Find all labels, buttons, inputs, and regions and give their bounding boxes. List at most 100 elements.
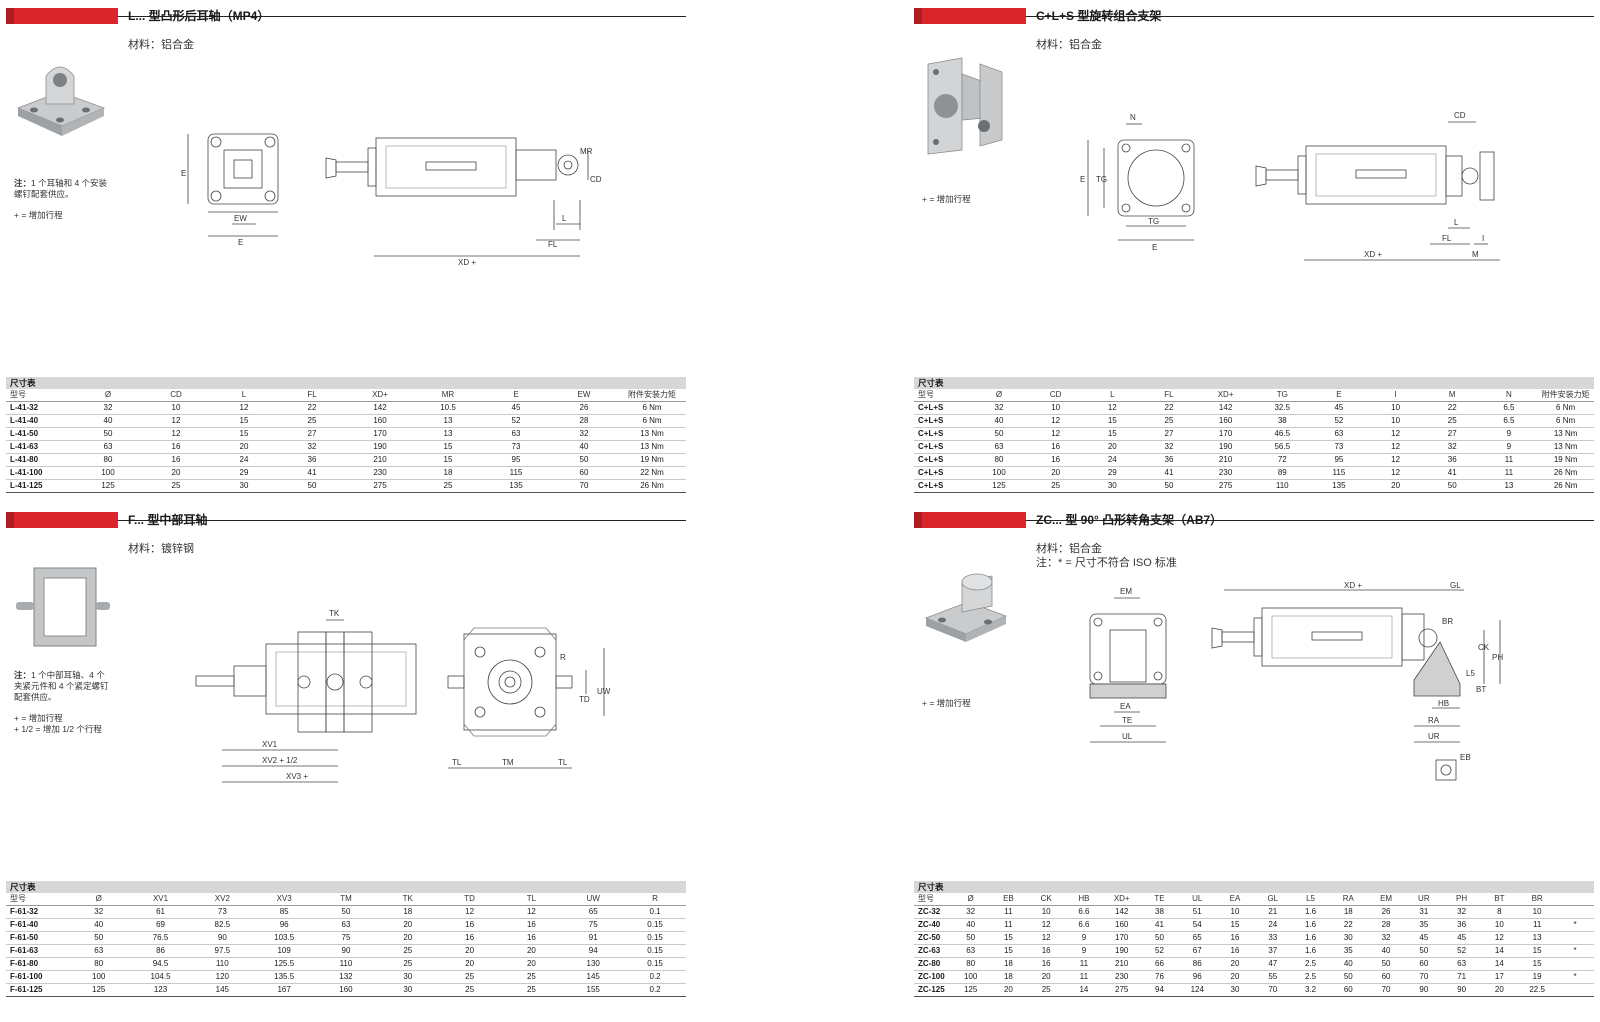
header-rule [6, 16, 686, 17]
table-cell: 50 [1404, 944, 1443, 958]
table-cell: 73 [1310, 440, 1368, 454]
table-cell: 110 [191, 957, 254, 971]
col-header: GL [1253, 893, 1292, 906]
table-cell: 15 [1083, 427, 1141, 441]
table-cell: 190 [1197, 440, 1254, 454]
table-cell: 10 [1027, 401, 1084, 415]
col-header: EW [550, 389, 618, 402]
technical-drawing: EM XD + GL BR CK PH L5 BT HB EA TE UL RA… [1089, 581, 1503, 781]
col-header: R [624, 893, 686, 906]
table-cell: 63 [1442, 957, 1481, 971]
table-cell: 16 [1027, 453, 1084, 467]
table-cell: 45 [482, 401, 550, 415]
table-cell: 130 [562, 957, 625, 971]
dim-label-xv3: XV3 + [286, 772, 308, 781]
table-cell: 26 Nm [1537, 466, 1594, 480]
table-cell: 22 [1423, 401, 1481, 415]
table-cell: 15 [989, 944, 1028, 958]
table-cell: 20 [438, 957, 501, 971]
table-cell: 54 [1178, 918, 1217, 932]
table-cell: 63 [970, 440, 1028, 454]
red-header-tab [914, 8, 1026, 24]
table-cell: 73 [482, 440, 550, 454]
panel-l-rear-trunnion: L... 型凸形后耳轴（MP4） 材料：铝合金 注：1 个耳轴和 4 个安装螺钉… [6, 8, 686, 513]
table-cell: 20 [376, 931, 439, 945]
table-cell: 26 [550, 401, 618, 415]
table-cell: ZC-50 [914, 931, 952, 945]
table-cell: 27 [1423, 427, 1481, 441]
note-block: 注：1 个耳轴和 4 个安装螺钉配套供应。 [14, 178, 108, 199]
table-cell: 210 [1197, 453, 1254, 467]
table-cell: 10 [1518, 905, 1557, 919]
table-cell: 15 [1518, 944, 1557, 958]
table-cell: 16 [500, 931, 563, 945]
table-cell: 100 [74, 466, 142, 480]
col-header: 型号 [914, 389, 971, 402]
section-title: C+L+S 型旋转组合支架 [1036, 9, 1162, 23]
panel-zc-angle-bracket: ZC... 型 90° 凸形转角支架（AB7） 材料：铝合金 注：* = 尺寸不… [914, 512, 1594, 1017]
table-cell: 94.5 [129, 957, 192, 971]
product-photo [927, 57, 1003, 155]
table-cell: 24 [1253, 918, 1292, 932]
table-cell: * [1556, 970, 1594, 984]
table-cell: 96 [253, 918, 316, 932]
table-title: 尺寸表 [6, 881, 686, 893]
table-cell: 47 [1253, 957, 1292, 971]
table-cell: 10 [1480, 918, 1519, 932]
table-cell: 75 [562, 918, 625, 932]
dim-label-xv2: XV2 + 1/2 [262, 756, 298, 765]
table-cell: 20 [1216, 970, 1254, 984]
table-cell: 60 [1329, 983, 1368, 997]
table-cell: 11 [989, 905, 1028, 919]
dim-label-bt: BT [1476, 685, 1486, 694]
table-cell: 12 [438, 905, 501, 919]
table-cell: 89 [1253, 466, 1311, 480]
table-cell: 22 Nm [618, 466, 686, 480]
dim-label-td: TD [579, 695, 590, 704]
table-cell: 18 [1329, 905, 1368, 919]
table-cell: 20 [210, 440, 278, 454]
table-cell: 12 [142, 414, 210, 428]
table-cell: 30 [1329, 931, 1368, 945]
table-cell: 36 [278, 453, 346, 467]
table-cell: 15 [1083, 414, 1141, 428]
table-cell: 50 [1423, 479, 1481, 493]
stroke-note: + = 增加行程 [14, 713, 63, 723]
dim-label-uw: UW [597, 687, 611, 696]
dim-label-xd: XD + [458, 258, 476, 267]
table-cell: 115 [1310, 466, 1368, 480]
table-cell: 82.5 [191, 918, 254, 932]
table-cell: 35 [1404, 918, 1443, 932]
red-header-tab [6, 512, 118, 528]
table-cell: 40 [951, 918, 990, 932]
col-header: Ø [67, 893, 130, 906]
table-cell: 27 [278, 427, 346, 441]
table-cell: 50 [550, 453, 618, 467]
table-cell: 35 [1329, 944, 1368, 958]
table-cell: 71 [1442, 970, 1481, 984]
dim-label-te: TE [1122, 716, 1132, 725]
stroke-note: + = 增加行程 [922, 698, 971, 708]
table-cell: 37 [1253, 944, 1292, 958]
dim-label-ea: EA [1120, 702, 1131, 711]
table-cell: 25 [500, 970, 563, 984]
table-cell: 32 [550, 427, 618, 441]
table-cell: C+L+S [914, 401, 971, 415]
table-cell: 25 [1027, 983, 1066, 997]
table-cell: 32 [278, 440, 346, 454]
dim-label-xd: XD + [1364, 250, 1382, 259]
table-cell: 40 [550, 440, 618, 454]
table-cell: 100 [951, 970, 990, 984]
table-cell: 25 [1027, 479, 1084, 493]
table-cell: 145 [562, 970, 625, 984]
table-cell: 52 [1442, 944, 1481, 958]
section-title: F... 型中部耳轴 [128, 513, 208, 527]
table-cell: 25 [142, 479, 210, 493]
table-cell: 230 [346, 466, 414, 480]
